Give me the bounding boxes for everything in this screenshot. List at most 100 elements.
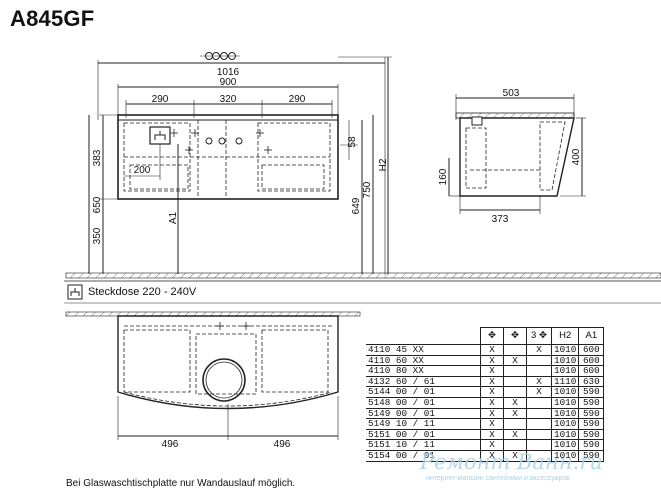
table-cell <box>526 439 552 451</box>
watermark-brand: Ремонт Ванн.ru <box>420 450 603 474</box>
table-cell <box>526 407 552 420</box>
table-cell: 1010 <box>550 449 580 462</box>
table-cell <box>526 428 552 441</box>
table-cell-code: 4110 60 XX <box>366 354 481 367</box>
dim-290-right: 290 <box>289 94 306 105</box>
table-cell <box>503 365 527 377</box>
table-cell: 1010 <box>550 365 580 377</box>
table-header-code <box>366 327 481 345</box>
dim-373: 373 <box>492 214 509 225</box>
table-cell: X <box>480 354 504 367</box>
table-cell: 600 <box>578 354 605 367</box>
side-view <box>448 94 586 214</box>
table-header-row: ✥ ✥ 3 ✥ H2 A1 <box>366 327 605 345</box>
table-cell: 600 <box>578 365 605 377</box>
dim-750: 750 <box>362 181 373 198</box>
table-cell <box>503 386 527 398</box>
table-header-h2: H2 <box>550 327 580 345</box>
table-cell <box>503 344 527 356</box>
table-cell: X <box>503 407 527 420</box>
table-cell: X <box>526 386 552 398</box>
table-cell: 1010 <box>550 418 580 430</box>
table-cell-code: 5149 00 / 01 <box>366 407 481 420</box>
table-cell: 1010 <box>550 428 580 441</box>
table-cell: 1010 <box>550 407 580 420</box>
table-cell-code: 5151 00 / 01 <box>366 428 481 441</box>
dim-200: 200 <box>134 165 151 176</box>
dimension-labels: 1016 900 290 320 290 200 383 650 350 58 … <box>92 67 582 450</box>
table-cell: X <box>503 354 527 367</box>
label-a1: A1 <box>168 211 179 224</box>
dim-650: 650 <box>92 196 103 213</box>
table-header-a1: A1 <box>578 327 605 345</box>
socket-legend-label: Steckdose 220 - 240V <box>88 286 197 298</box>
table-cell-code: 4110 80 XX <box>366 365 481 377</box>
table-cell: X <box>480 396 504 409</box>
watermark-tagline: интернет-магазин сантехники и аксессуаро… <box>426 475 571 482</box>
front-view <box>88 52 392 275</box>
table-cell: 590 <box>578 407 605 420</box>
dim-900: 900 <box>220 77 237 88</box>
table-cell: 600 <box>578 344 605 356</box>
table-header-drain-1: ✥ <box>480 327 504 345</box>
table-cell: X <box>480 386 504 398</box>
dim-496-left: 496 <box>162 439 179 450</box>
table-cell-code: 4132 60 / 61 <box>366 375 481 388</box>
table-cell: 1010 <box>550 396 580 409</box>
dim-1016: 1016 <box>217 67 240 78</box>
table-cell <box>526 418 552 430</box>
table-cell: 1010 <box>550 354 580 367</box>
table-cell: X <box>480 407 504 420</box>
table-cell: X <box>480 418 504 430</box>
table-cell: X <box>526 375 552 388</box>
dim-350: 350 <box>92 227 103 244</box>
table-cell-code: 5148 00 / 01 <box>366 396 481 409</box>
table-cell: X <box>480 375 504 388</box>
table-cell: X <box>480 365 504 377</box>
table-cell-code: 4110 45 XX <box>366 344 481 356</box>
table-header-drain-3: 3 ✥ <box>526 327 552 345</box>
table-cell: 590 <box>578 449 605 462</box>
table-cell: 590 <box>578 396 605 409</box>
label-h2: H2 <box>378 158 389 171</box>
socket-legend: Steckdose 220 - 240V <box>68 284 661 302</box>
table-cell <box>503 439 527 451</box>
table-cell: X <box>503 428 527 441</box>
table-cell: 590 <box>578 418 605 430</box>
table-cell: 1010 <box>550 386 580 398</box>
table-cell-code: 5144 00 / 01 <box>366 386 481 398</box>
table-cell-code: 5149 10 / 11 <box>366 418 481 430</box>
table-cell: 590 <box>578 439 605 451</box>
table-cell: 590 <box>578 428 605 441</box>
table-cell: X <box>480 428 504 441</box>
table-cell: 1010 <box>550 439 580 451</box>
socket-icon <box>67 284 83 300</box>
table-cell <box>526 365 552 377</box>
dim-320: 320 <box>220 94 237 105</box>
table-cell: 590 <box>578 386 605 398</box>
footnote: Bei Glaswaschtischplatte nur Wandauslauf… <box>66 478 296 489</box>
dim-160: 160 <box>438 168 449 185</box>
table-cell <box>503 418 527 430</box>
dim-503: 503 <box>503 88 520 99</box>
floor-line <box>65 272 661 279</box>
table-cell: X <box>526 344 552 356</box>
dim-649: 649 <box>351 197 362 214</box>
table-cell: X <box>503 396 527 409</box>
table-cell: 630 <box>578 375 605 388</box>
table-cell-code: 5151 10 / 11 <box>366 439 481 451</box>
